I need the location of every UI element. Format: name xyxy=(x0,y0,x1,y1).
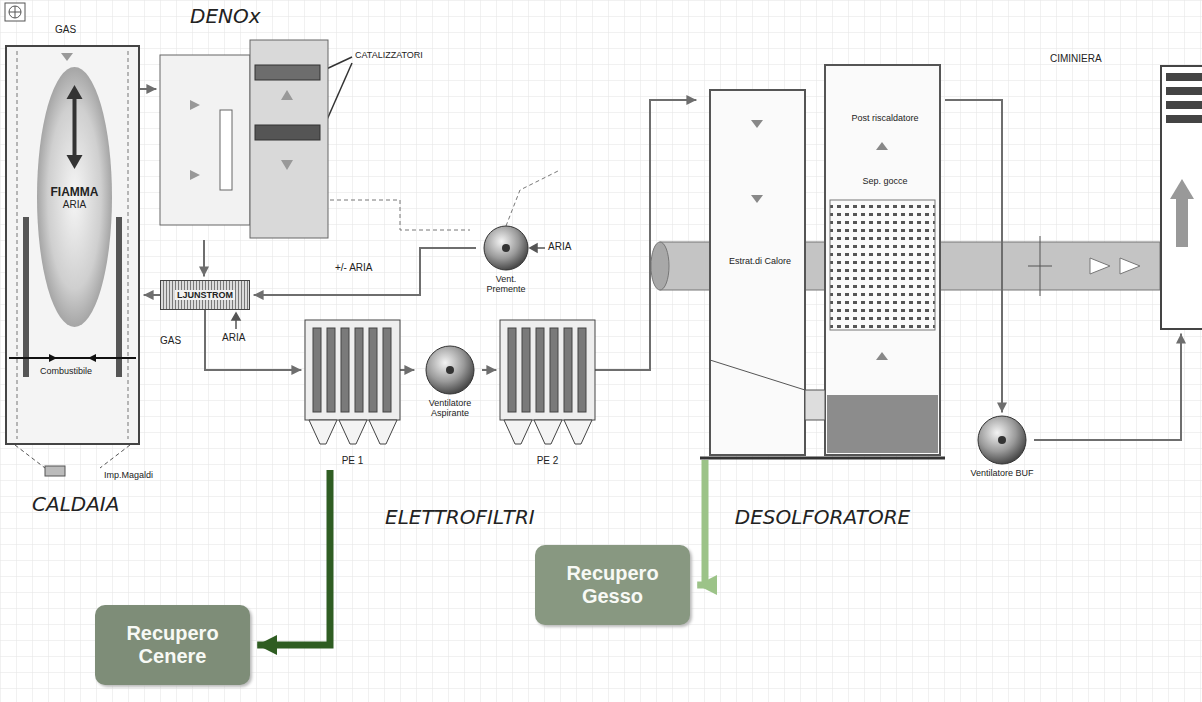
flow-arrow xyxy=(945,100,1002,412)
electrostatic-filter: PE 2 xyxy=(500,320,595,420)
node-label: Ventilatore Aspirante xyxy=(418,398,482,419)
denox-reactor: DENOx xyxy=(160,40,330,240)
flow-arrow xyxy=(482,369,496,371)
node-label: FIAMMA xyxy=(51,185,99,199)
flow-arrow xyxy=(595,100,696,370)
node-label: CALDAIA xyxy=(32,492,119,516)
fan: Ventilatore BUF xyxy=(970,416,1034,478)
node-label: Estrat.di Calore xyxy=(729,256,791,266)
node-label: PE 1 xyxy=(305,455,400,466)
flame: FIAMMAARIA xyxy=(37,67,112,327)
node-label: LJUNSTROM xyxy=(175,290,235,300)
filter-group: PE 1Ventilatore AspirantePE 2ELETTROFILT… xyxy=(295,315,610,470)
part-drawing xyxy=(305,320,400,420)
flow-arrow xyxy=(144,294,160,296)
part-drawing xyxy=(418,346,482,396)
recovery-box: Recupero Gesso xyxy=(535,545,690,625)
node-label: CIMINIERA xyxy=(1050,53,1102,64)
part-drawing xyxy=(1162,67,1202,332)
desulfurizer: Estrat.di Calore Post riscaldatoreSep. go… xyxy=(700,60,945,460)
label-text: Combustibile xyxy=(40,366,92,376)
label-text: ARIA xyxy=(222,332,245,343)
air-preheater: LJUNSTROM xyxy=(160,280,250,310)
chimney: CIMINIERA xyxy=(1160,65,1202,330)
flow-arrow xyxy=(697,460,705,585)
node-label: DENOx xyxy=(190,4,261,28)
flow-arrow xyxy=(203,240,205,276)
flow-arrow xyxy=(1034,334,1181,440)
node-label: ARIA xyxy=(63,199,86,210)
node-label: PE 2 xyxy=(500,455,595,466)
node-label: Post riscaldatore xyxy=(851,113,918,123)
part-drawing xyxy=(476,226,536,272)
symbol xyxy=(5,3,25,21)
flow-arrow xyxy=(205,310,301,370)
label-text: ARIA xyxy=(548,241,571,252)
label-text: +/- ARIA xyxy=(335,262,373,273)
node-label: Recupero Gesso xyxy=(535,562,690,608)
fan: Vent. Premente xyxy=(476,226,536,295)
node-label: Ventilatore BUF xyxy=(970,468,1034,478)
node-label: Sep. gocce xyxy=(862,176,907,186)
node-label: ELETTROFILTRI xyxy=(385,505,535,529)
label-text: Imp.Magaldi xyxy=(104,470,153,480)
label-text: GAS xyxy=(55,24,76,35)
part-drawing xyxy=(500,320,595,420)
label-text: GAS xyxy=(160,335,181,346)
boiler: FIAMMAARIACALDAIA xyxy=(5,45,140,445)
electrostatic-filter: PE 1 xyxy=(305,320,400,420)
label-text: CATALIZZATORI xyxy=(355,50,423,60)
node-label: Vent. Premente xyxy=(476,274,536,295)
node-label: DESOLFORATORE xyxy=(700,505,945,529)
flow-arrow xyxy=(257,470,330,645)
node-label: Recupero Cenere xyxy=(95,622,250,668)
part-drawing xyxy=(7,47,138,443)
air-duct xyxy=(330,170,560,230)
fan: Ventilatore Aspirante xyxy=(418,346,482,419)
flow-arrow xyxy=(254,248,476,295)
flow-arrow xyxy=(400,369,414,371)
recovery-box: Recupero Cenere xyxy=(95,605,250,685)
part-drawing xyxy=(160,40,330,240)
flow-arrow xyxy=(140,88,156,90)
part-drawing xyxy=(970,416,1034,466)
